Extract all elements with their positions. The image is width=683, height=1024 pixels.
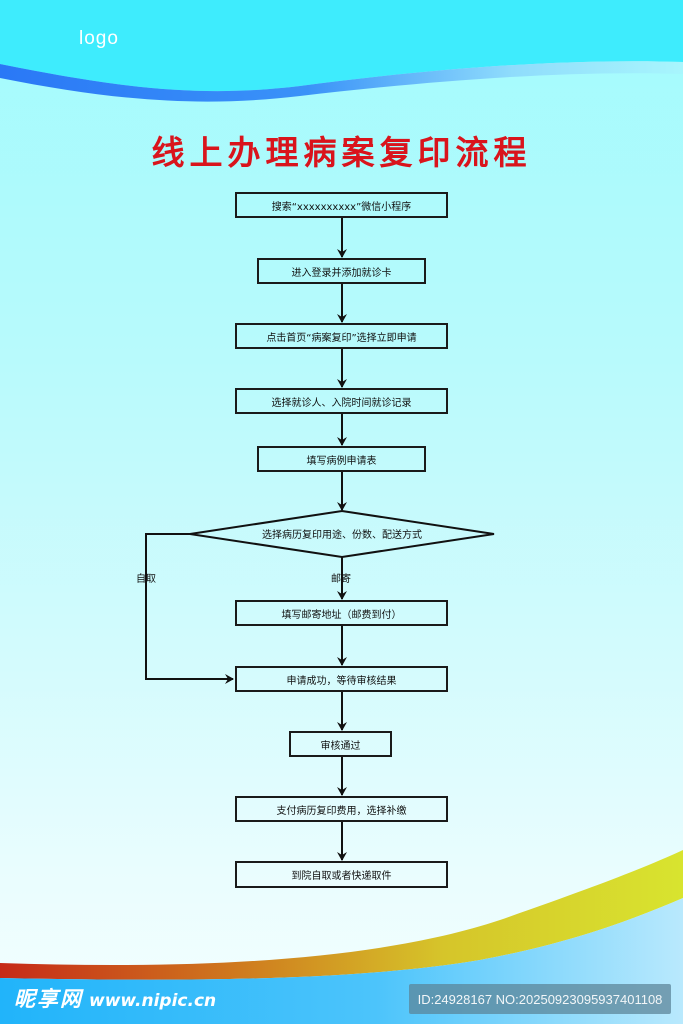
branch-label-mail: 邮寄	[331, 574, 351, 585]
top-band	[0, 0, 683, 92]
step-label: 进入登录并添加就诊卡	[291, 267, 392, 279]
bottom-wave	[0, 850, 683, 980]
step-search-miniprogram: 搜索“xxxxxxxxxx”微信小程序	[235, 192, 448, 218]
step-label: 到院自取或者快递取件	[291, 871, 392, 882]
watermark-brand: 昵享网 www.nipic.cn	[14, 983, 216, 1013]
step-fill-form: 填写病例申请表	[257, 446, 426, 472]
id-text: ID:24928167 NO:20250923095937401108	[417, 991, 663, 1007]
step-label: 申请成功，等待审核结果	[286, 675, 397, 687]
branch-label-self-pickup: 自取	[136, 574, 156, 585]
step-label: 审核通过	[320, 740, 361, 752]
arrow-self-pickup	[145, 533, 234, 684]
step-click-apply: 点击首页“病案复印”选择立即申请	[235, 323, 448, 349]
logo: logo	[79, 28, 119, 49]
step-label: 填写邮寄地址（邮费到付）	[281, 609, 402, 621]
step-review-passed: 审核通过	[289, 731, 392, 757]
watermark-id: ID:24928167 NO:20250923095937401108	[409, 984, 671, 1014]
step-label: 点击首页“病案复印”选择立即申请	[266, 332, 417, 344]
step-label: 支付病历复印费用，选择补缴	[276, 805, 407, 817]
top-wave	[0, 61, 683, 102]
brand-name: 昵享网	[14, 987, 83, 1011]
step-login-add-card: 进入登录并添加就诊卡	[257, 258, 426, 284]
step-select-visit: 选择就诊人、入院时间就诊记录	[235, 388, 448, 414]
step-label: 填写病例申请表	[306, 455, 377, 467]
step-pay-fee: 支付病历复印费用，选择补缴	[235, 796, 448, 822]
step-pickup-or-delivery: 到院自取或者快递取件	[235, 861, 448, 888]
page-title: 线上办理病案复印流程	[151, 133, 532, 172]
step-label: 搜索“xxxxxxxxxx”微信小程序	[271, 201, 412, 213]
brand-url: www.nipic.cn	[89, 991, 217, 1011]
step-label: 选择就诊人、入院时间就诊记录	[271, 397, 412, 409]
step-mail-address: 填写邮寄地址（邮费到付）	[235, 600, 448, 626]
step-apply-success: 申请成功，等待审核结果	[235, 666, 448, 692]
decision-label: 选择病历复印用途、份数、配送方式	[262, 530, 422, 541]
